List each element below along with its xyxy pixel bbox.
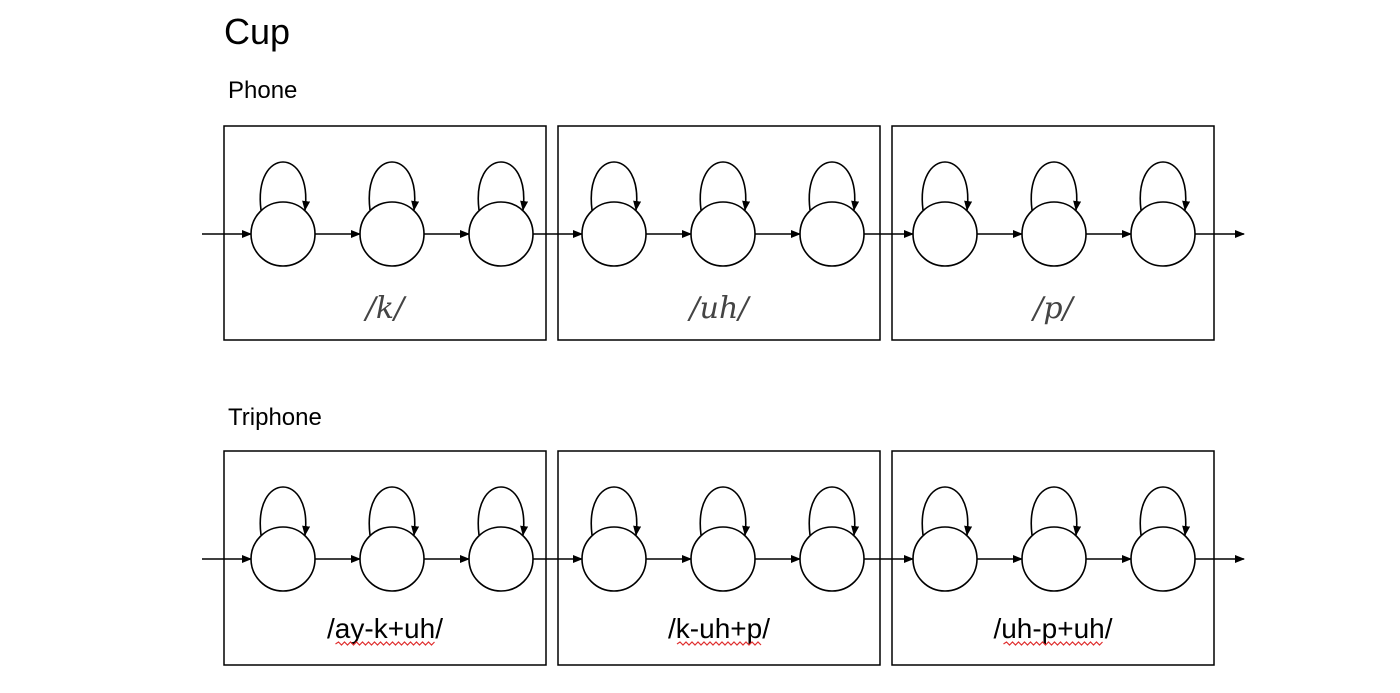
- spellcheck-underline: [335, 641, 435, 646]
- self-loop-arrow: [1139, 161, 1191, 211]
- hmm-state: [912, 526, 978, 592]
- hmm-state: [1021, 526, 1087, 592]
- unit-box: [557, 450, 881, 666]
- unit-label: /uh/: [687, 291, 752, 326]
- hmm-state: [1130, 526, 1196, 592]
- hmm-state: [468, 201, 534, 267]
- hmm-state: [799, 526, 865, 592]
- section-heading: Phone: [228, 77, 297, 104]
- hmm-state: [690, 526, 756, 592]
- unit-box: [557, 125, 881, 341]
- hmm-state: [690, 201, 756, 267]
- self-loop-arrow: [1030, 486, 1082, 536]
- hmm-state: [581, 201, 647, 267]
- self-loop-arrow: [590, 486, 642, 536]
- unit-label: /k-uh+p/: [668, 613, 770, 644]
- self-loop-arrow: [808, 161, 860, 211]
- unit-label: /k/: [363, 291, 407, 326]
- self-loop-arrow: [259, 161, 311, 211]
- spellcheck-underline: [676, 641, 762, 646]
- self-loop-arrow: [1139, 486, 1191, 536]
- hmm-state: [799, 201, 865, 267]
- hmm-state: [912, 201, 978, 267]
- hmm-state: [468, 526, 534, 592]
- self-loop-arrow: [699, 486, 751, 536]
- hmm-state: [250, 526, 316, 592]
- row-phone: Phone/k/ /uh/ /p/: [202, 77, 1245, 341]
- unit-box: [223, 450, 547, 666]
- unit-box: [891, 450, 1215, 666]
- unit-label: /ay-k+uh/: [327, 613, 443, 644]
- unit-box: [891, 125, 1215, 341]
- hmm-state: [1130, 201, 1196, 267]
- hmm-state: [1021, 201, 1087, 267]
- hmm-state: [359, 526, 425, 592]
- hmm-state: [359, 201, 425, 267]
- self-loop-arrow: [808, 486, 860, 536]
- self-loop-arrow: [368, 486, 420, 536]
- unit-label: /uh-p+uh/: [993, 613, 1112, 644]
- self-loop-arrow: [921, 161, 973, 211]
- self-loop-arrow: [921, 486, 973, 536]
- hmm-state: [581, 526, 647, 592]
- row-triphone: Triphone/ay-k+uh/ /k-uh+p/ /uh-p+uh/: [202, 404, 1245, 666]
- self-loop-arrow: [477, 161, 529, 211]
- diagram-title: Cup: [224, 11, 290, 52]
- self-loop-arrow: [477, 486, 529, 536]
- unit-label: /p/: [1030, 291, 1075, 326]
- self-loop-arrow: [259, 486, 311, 536]
- hmm-state: [250, 201, 316, 267]
- self-loop-arrow: [590, 161, 642, 211]
- spellcheck-underline: [1003, 641, 1103, 646]
- self-loop-arrow: [368, 161, 420, 211]
- section-heading: Triphone: [228, 404, 322, 431]
- unit-box: [223, 125, 547, 341]
- self-loop-arrow: [1030, 161, 1082, 211]
- self-loop-arrow: [699, 161, 751, 211]
